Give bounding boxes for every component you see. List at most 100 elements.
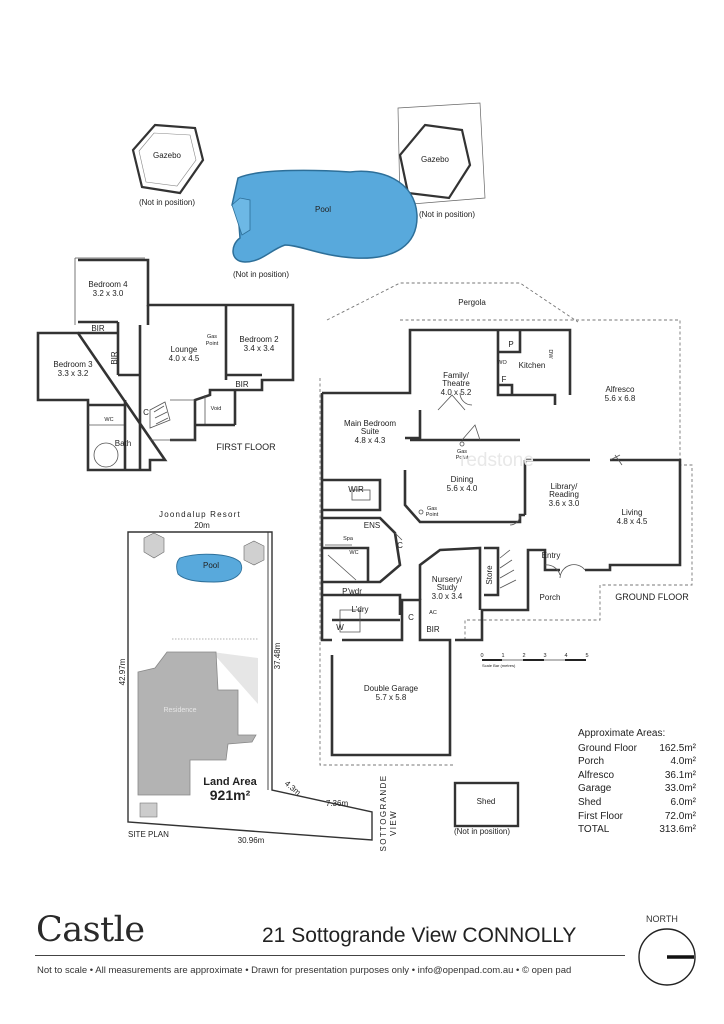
bedroom2-dim: 3.4 x 3.4 [244, 344, 275, 353]
site-left-dim: 42.97m [118, 658, 127, 685]
store-label: Store [485, 565, 494, 585]
pwdr-label: P'wdr [342, 587, 362, 596]
bir-label-3: BIR [235, 380, 249, 389]
gazebo-left: Gazebo (Not in position) [131, 123, 205, 207]
spa-label: Spa [343, 536, 354, 542]
lounge-dim: 4.0 x 4.5 [169, 354, 200, 363]
lounge-label: Lounge [171, 345, 198, 354]
bedroom3-dim: 3.3 x 3.2 [58, 369, 89, 378]
gazebo-right-label: Gazebo [421, 155, 450, 164]
scale-tick-0: 0 [480, 653, 483, 659]
site-pool: Pool [176, 553, 243, 583]
bedroom4-dim: 3.2 x 3.0 [93, 289, 124, 298]
area-value: 72.0m² [664, 810, 696, 822]
bedroom2-label: Bedroom 2 [239, 335, 279, 344]
library-dim: 3.6 x 3.0 [549, 499, 580, 508]
area-row: TOTAL 313.6m² [578, 823, 696, 837]
site-plan-title: SITE PLAN [128, 830, 169, 839]
scale-tick-5: 5 [585, 653, 588, 659]
gazebo-left-label: Gazebo [153, 151, 182, 160]
area-value: 4.0m² [670, 756, 696, 768]
laundry-label: L'dry [351, 605, 368, 614]
gazebo-right: Gazebo (Not in position) [397, 102, 486, 219]
residence-label: Residence [163, 707, 196, 714]
main-bedroom-label-1: Main Bedroom [344, 419, 396, 428]
bedroom4-label: Bedroom 4 [88, 280, 128, 289]
north-label: NORTH [646, 914, 678, 924]
bir-label-gf: BIR [426, 625, 440, 634]
scale-tick-1: 1 [501, 653, 504, 659]
wc-label-gf: WC [349, 550, 358, 556]
dw-label: DW [547, 349, 553, 359]
ens-label: ENS [364, 521, 380, 530]
street-name-1: SOTTOGRANDE [379, 774, 388, 851]
site-right-dim: 37.48m [273, 642, 282, 669]
kitchen-label: Kitchen [519, 361, 546, 370]
area-name: Garage [578, 783, 612, 795]
area-name: Ground Floor [578, 742, 637, 754]
scale-bar: 0 1 2 3 4 5 Scale Bar (metres) [480, 653, 588, 668]
shed-note: (Not in position) [454, 827, 510, 836]
land-area-value: 921m² [210, 787, 251, 803]
pool-label: Pool [315, 205, 331, 214]
wir-label: WIR [348, 485, 364, 494]
bedroom3-label: Bedroom 3 [53, 360, 93, 369]
dining-dim: 5.6 x 4.0 [447, 484, 478, 493]
pool-note: (Not in position) [233, 270, 289, 279]
void-label: Void [211, 406, 222, 412]
porch-label: Porch [540, 593, 561, 602]
gas-point-gf-2: Point [456, 455, 469, 461]
property-address: 21 Sottogrande View CONNOLLY [262, 924, 577, 947]
alfresco-label: Alfresco [606, 385, 635, 394]
site-bottom-dim: 30.96m [238, 836, 265, 845]
area-value: 313.6m² [659, 824, 696, 836]
nursery-dim: 3.0 x 3.4 [432, 592, 463, 601]
gas-point-gf-4: Point [426, 512, 439, 518]
scale-tick-3: 3 [543, 653, 546, 659]
first-floor-plan: Bedroom 4 3.2 x 3.0 BIR Bedroom 3 3.3 x … [36, 257, 295, 472]
gas-point-gf-3: Gas [427, 506, 437, 512]
fridge-label: F [502, 375, 507, 384]
pantry-label: P [508, 340, 513, 349]
dining-label: Dining [451, 475, 474, 484]
bir-label-1: BIR [91, 324, 105, 333]
nursery-label-1: Nursery/ [432, 575, 463, 584]
area-name: TOTAL [578, 824, 610, 836]
area-row: Ground Floor 162.5m² [578, 742, 696, 756]
area-value: 162.5m² [659, 742, 696, 754]
approximate-areas: Approximate Areas: Ground Floor 162.5m² P… [578, 727, 696, 837]
pool-shape: Pool (Not in position) [231, 169, 418, 279]
scale-bar-label: Scale Bar (metres) [482, 663, 516, 668]
pergola-label: Pergola [458, 298, 486, 307]
area-name: Alfresco [578, 769, 615, 781]
gas-point-ff-2: Point [206, 341, 219, 347]
living-label: Living [622, 508, 643, 517]
shed: Shed (Not in position) [453, 781, 520, 836]
footer-divider [35, 955, 625, 956]
areas-title: Approximate Areas: [578, 728, 666, 739]
gas-point-gf-1: Gas [457, 449, 467, 455]
resort-label: Joondalup Resort [159, 510, 241, 519]
garage-label: Double Garage [364, 684, 419, 693]
wc-label-ff: WC [104, 417, 113, 423]
main-bedroom-dim: 4.8 x 4.3 [355, 436, 386, 445]
wo-label: WO [497, 360, 507, 366]
site-short-dim-2: 7.36m [326, 799, 349, 808]
ground-floor-plan: Pergola Family/ Theatre 4.0 x 5.2 P [319, 282, 693, 766]
gas-point-ff-1: Gas [207, 334, 217, 340]
nursery-label-2: Study [437, 583, 457, 592]
scale-tick-2: 2 [522, 653, 525, 659]
north-arrow-icon [638, 928, 696, 986]
residence-footprint: Residence [137, 651, 257, 796]
family-dim: 4.0 x 5.2 [441, 388, 472, 397]
c-label-gf-1: C [397, 541, 403, 550]
gazebo-left-note: (Not in position) [139, 198, 195, 207]
bir-label-2: BIR [110, 351, 119, 365]
family-label: Family/ [443, 371, 470, 380]
c-label-ff: C [143, 408, 149, 417]
library-label-2: Reading [549, 490, 579, 499]
